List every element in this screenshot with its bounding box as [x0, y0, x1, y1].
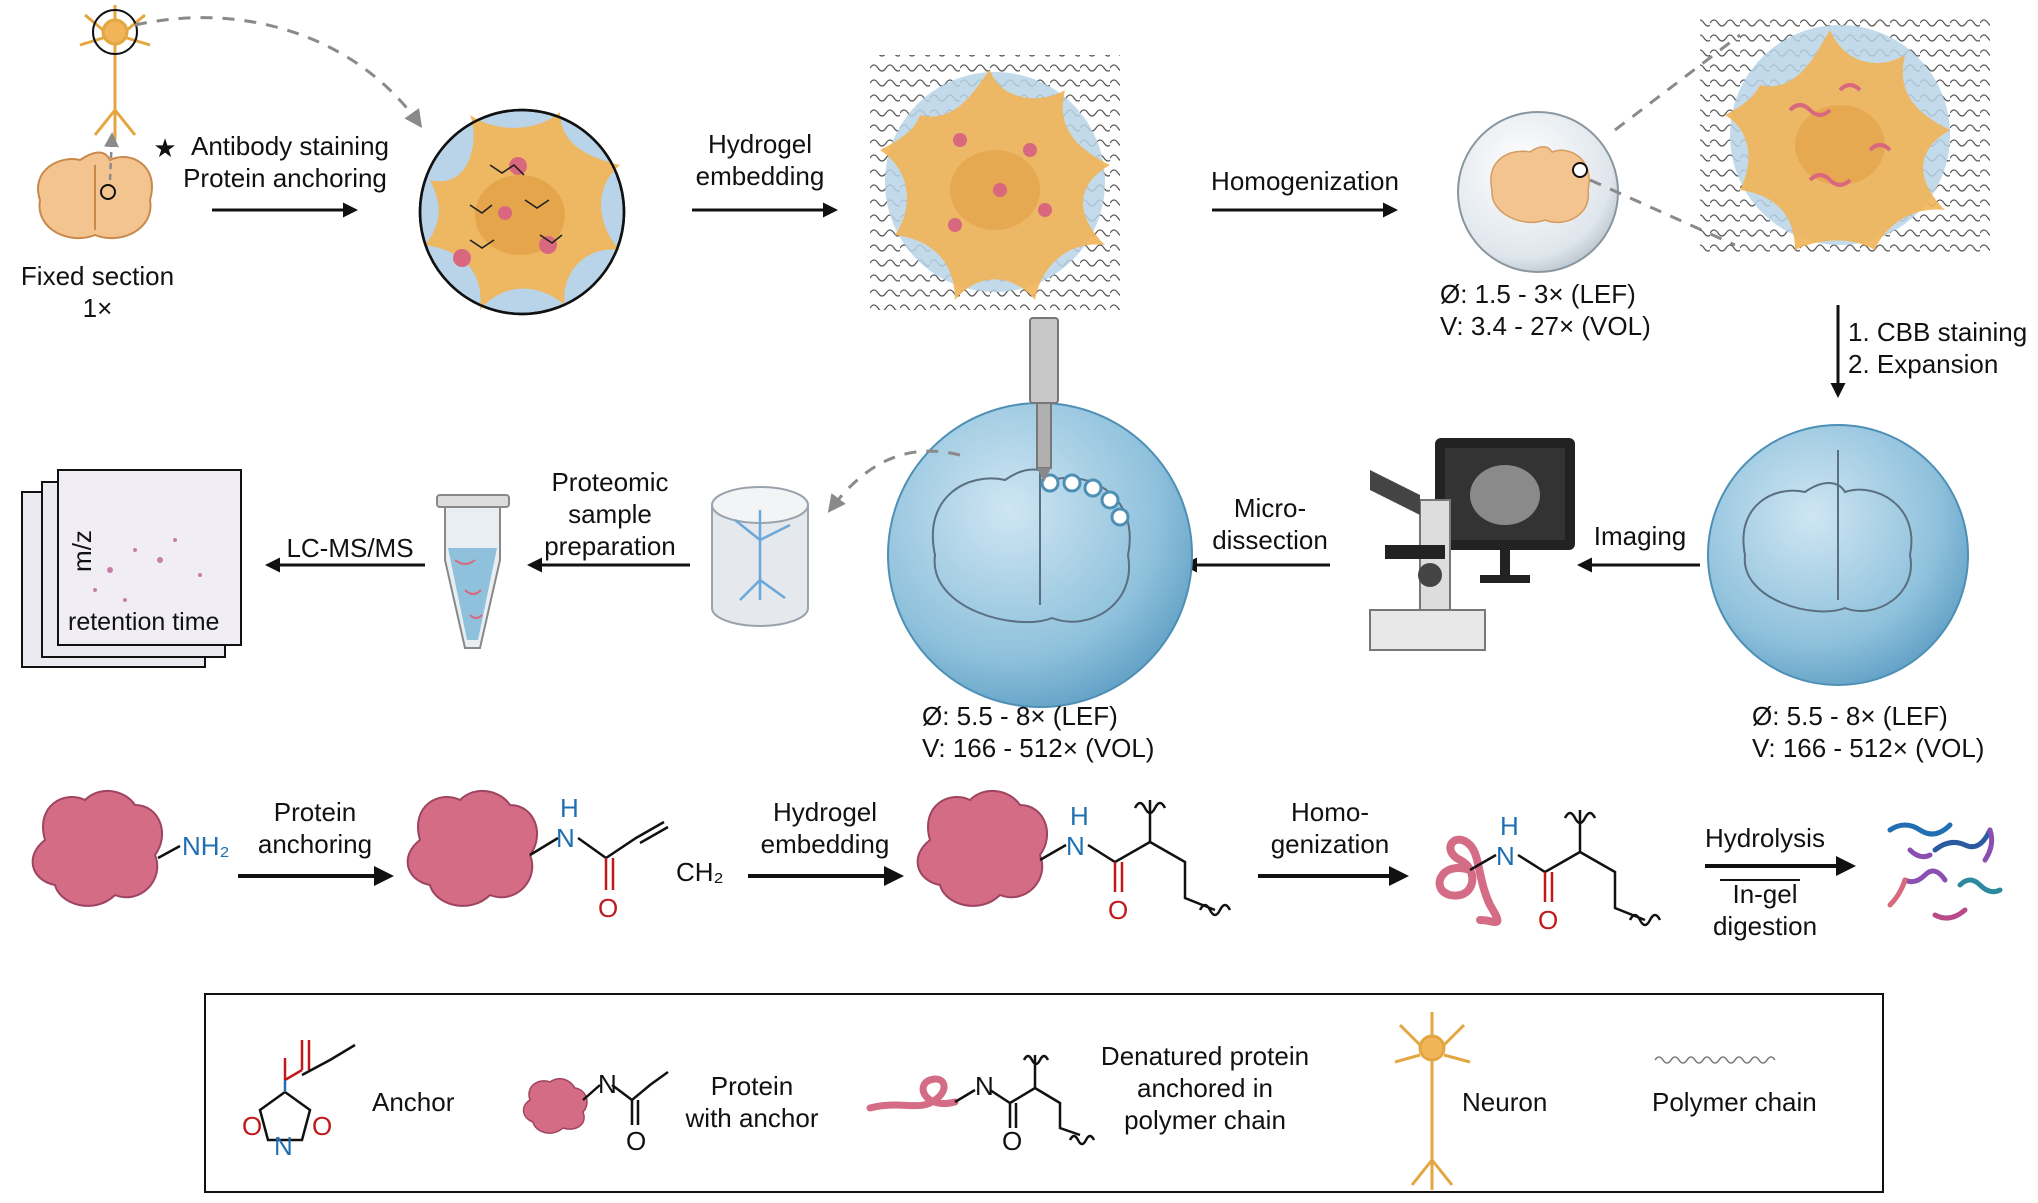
legend-oxygen-left: O — [242, 1111, 263, 1141]
polymer-linkage-1 — [1039, 800, 1232, 917]
fixed-scale-label: 1× — [82, 293, 113, 323]
exp-right-diameter-label: Ø: 5.5 - 8× (LEF) — [1752, 701, 1948, 731]
proteomic-label: Proteomic — [551, 467, 669, 497]
imaging-label: Imaging — [1593, 521, 1687, 551]
sample-label: sample — [568, 499, 652, 529]
hydrolysis-label: Hydrolysis — [1705, 823, 1825, 853]
oxygen-label-1: O — [598, 893, 619, 923]
protein-anchoring-label: Protein anchoring — [183, 163, 387, 193]
hydrogen-label-2: H — [1070, 801, 1089, 831]
exp-right-volume-label: V: 166 - 512× (VOL) — [1752, 733, 1985, 763]
legend-polymer-label: polymer chain — [1124, 1105, 1286, 1135]
retention-time-label: retention time — [68, 606, 220, 638]
dissection-dashed-arrow — [827, 449, 961, 513]
legend-oxygen-right: O — [312, 1111, 333, 1141]
dissection-label: dissection — [1212, 525, 1328, 555]
homogenized-zoom — [1700, 15, 1990, 255]
embedding-label: embedding — [695, 161, 825, 191]
chem-anchoring-label: anchoring — [257, 829, 373, 859]
legend-anchor-label: Anchor — [372, 1087, 455, 1117]
legend-anchored-in-label: anchored in — [1137, 1073, 1273, 1103]
anchored-tissue-circle — [418, 108, 626, 316]
legend-polymer-chain-icon — [1654, 1056, 1776, 1064]
amine-label: NH₂ — [182, 831, 230, 861]
legend-denatured-protein — [866, 1054, 1096, 1146]
homog-volume-label: V: 3.4 - 27× (VOL) — [1440, 311, 1651, 341]
protein-blob-1 — [31, 789, 164, 907]
ch2-label: CH₂ — [676, 857, 724, 887]
polymer-linkage-2 — [1469, 810, 1662, 927]
zoom-dashed-arrow — [103, 132, 119, 181]
exp-left-diameter-label: Ø: 5.5 - 8× (LEF) — [922, 701, 1118, 731]
sample-tube-icon — [436, 494, 510, 649]
hydrogen-label-3: H — [1500, 811, 1519, 841]
micro-label: Micro- — [1233, 493, 1307, 523]
protein-blob-3 — [916, 789, 1049, 907]
dissected-gel-cylinder — [711, 486, 809, 627]
hydrogel-embedded-tissue — [870, 55, 1120, 310]
hydrogen-label-1: H — [560, 793, 579, 823]
peptide-fragments — [1887, 822, 2003, 921]
nitrogen-label-1: N — [556, 823, 575, 853]
protein-blob-2 — [406, 789, 539, 907]
chem-embedding-label: embedding — [760, 829, 890, 859]
legend-neuron-label: Neuron — [1462, 1087, 1548, 1117]
legend-protein-label: Protein — [710, 1071, 794, 1101]
cbb-staining-label: 1. CBB staining — [1848, 317, 2028, 347]
fixed-brain-section — [37, 151, 153, 240]
expansion-label: 2. Expansion — [1848, 349, 1999, 379]
expanded-gel-left — [887, 402, 1193, 708]
biopsy-needle-icon — [1029, 317, 1059, 482]
legend-box — [204, 993, 1884, 1193]
homog-diameter-label: Ø: 1.5 - 3× (LEF) — [1440, 279, 1636, 309]
legend-protein-n: N — [598, 1069, 617, 1099]
ingel-label: In-gel — [1732, 879, 1798, 909]
zoom-curve-arrow — [134, 16, 423, 128]
homogenization-label: Homogenization — [1211, 166, 1399, 196]
homogenized-gel-sphere — [1457, 111, 1619, 273]
oxygen-label-2: O — [1108, 895, 1129, 925]
chem-hydrogel-label: Hydrogel — [772, 797, 878, 827]
zoom-line-top — [1614, 33, 1741, 132]
legend-with-anchor-label: with anchor — [685, 1103, 819, 1133]
expanded-gel-right — [1707, 424, 1969, 686]
nitrogen-label-3: N — [1496, 841, 1515, 871]
oxygen-label-3: O — [1538, 905, 1559, 935]
legend-protein-o: O — [626, 1126, 647, 1156]
lcms-label: LC-MS/MS — [286, 533, 414, 563]
legend-denatured-o: O — [1002, 1126, 1023, 1156]
legend-neuron-icon — [1394, 1012, 1471, 1190]
star-marker: ★ — [153, 133, 177, 163]
genization-label: genization — [1270, 829, 1390, 859]
legend-anchor-structure — [258, 1040, 356, 1142]
legend-polymer-chain-label: Polymer chain — [1652, 1087, 1817, 1117]
homo-label: Homo- — [1290, 797, 1369, 827]
legend-denatured-label: Denatured protein — [1100, 1041, 1310, 1071]
exp-left-volume-label: V: 166 - 512× (VOL) — [922, 733, 1155, 763]
digestion-label: digestion — [1712, 911, 1818, 941]
hydrogel-label: Hydrogel — [707, 129, 813, 159]
fixed-section-label: Fixed section — [20, 261, 175, 291]
acrylamide-group-1 — [529, 820, 669, 890]
preparation-label: preparation — [544, 531, 676, 561]
microscope-icon — [1369, 438, 1575, 651]
mz-axis-label: m/z — [67, 530, 97, 572]
legend-nitrogen-label: N — [274, 1131, 293, 1161]
nitrogen-label-2: N — [1066, 831, 1085, 861]
neuron-icon — [79, 5, 151, 140]
denatured-strand — [1435, 835, 1502, 926]
chem-protein-label: Protein — [273, 797, 357, 827]
legend-denatured-n: N — [975, 1071, 994, 1101]
antibody-staining-label: Antibody staining — [190, 131, 390, 161]
legend-protein-with-anchor — [522, 1070, 669, 1134]
